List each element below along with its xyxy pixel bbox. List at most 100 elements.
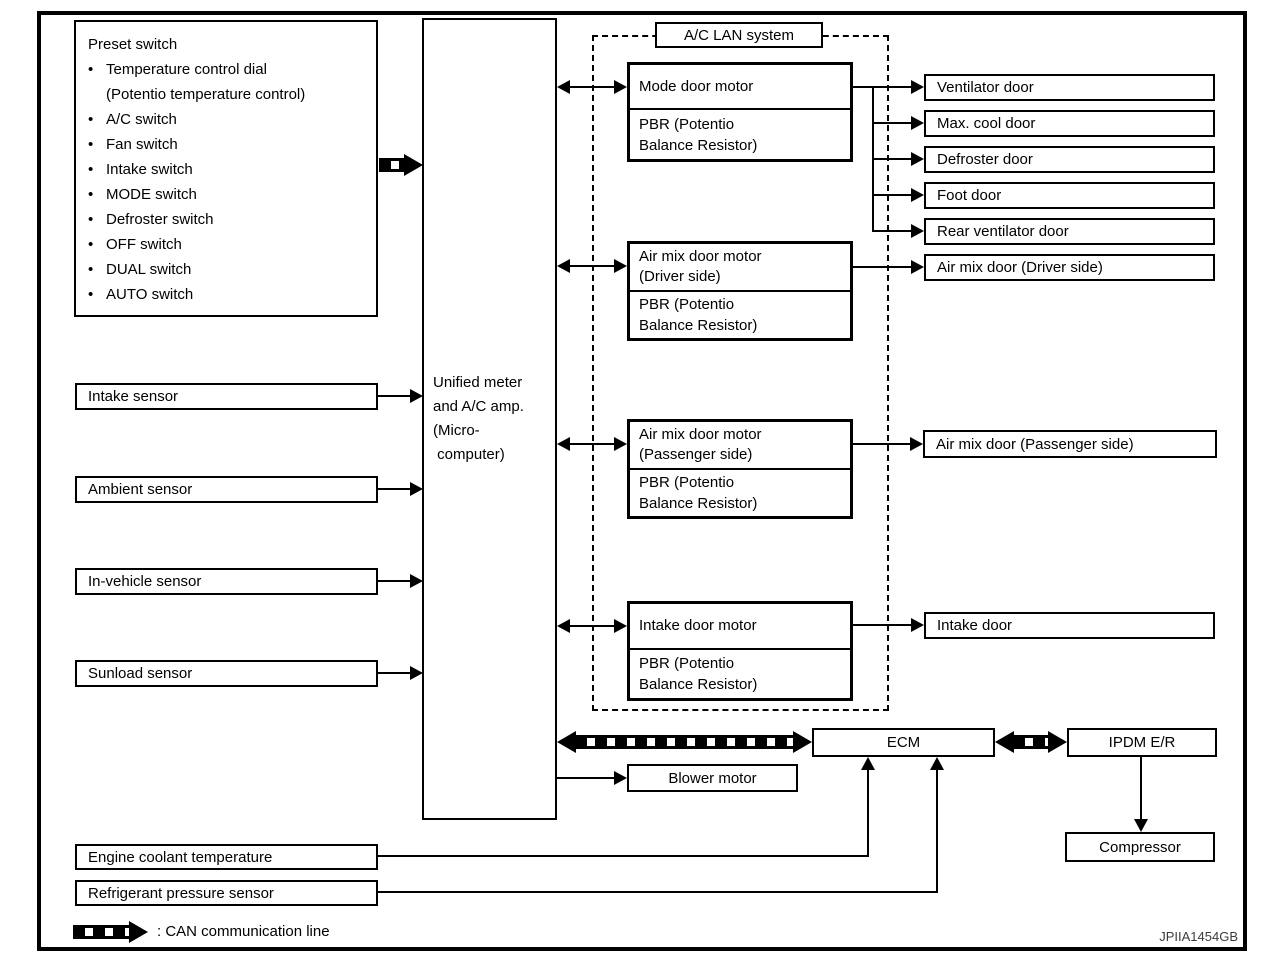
arrow-controller-airmix-passenger-left-head [557, 437, 570, 451]
arrow-mode-to-ventilator-door [853, 86, 912, 88]
bullet-icon: • [88, 261, 94, 278]
arrow-controller-intake-motor [569, 625, 615, 627]
refrigerant-line-vertical [936, 769, 938, 892]
ipdm-er-box: IPDM E/R [1067, 728, 1217, 757]
arrow-mode-to-rear-ventilator-head [911, 224, 924, 238]
arrow-controller-mode-right-head [614, 80, 627, 94]
arrow-intake-motor-to-door-head [911, 618, 924, 632]
arrow-engine-coolant-to-ecm-head [861, 757, 875, 770]
ac-lan-system-title-box: A/C LAN system [655, 22, 823, 48]
mode-door-motor-box: Mode door motor PBR (Potentio Balance Re… [627, 62, 853, 162]
arrow-ambient-sensor-head [410, 482, 423, 496]
preset-switch-title: Preset switch [88, 36, 178, 53]
arrow-mode-to-max-cool-door [873, 122, 912, 124]
arrow-controller-mode-left-head [557, 80, 570, 94]
arrow-ipdm-to-compressor [1140, 757, 1142, 820]
arrow-airmix-driver-to-door-head [911, 260, 924, 274]
ecm-box: ECM [812, 728, 995, 757]
preset-item: • MODE switch [88, 182, 372, 207]
in-vehicle-sensor-box: In-vehicle sensor [75, 568, 378, 595]
preset-switch-box: Preset switch •Temperature control dial … [74, 20, 378, 317]
bullet-icon: • [88, 111, 94, 128]
refrigerant-pressure-sensor-box: Refrigerant pressure sensor [75, 880, 378, 906]
arrow-airmix-passenger-to-door-head [910, 437, 923, 451]
intake-door-motor-pbr-label: PBR (Potentio Balance Resistor) [639, 655, 758, 693]
arrow-ambient-sensor-to-controller [378, 488, 411, 490]
bullet-icon: • [88, 236, 94, 253]
engine-coolant-temperature-box: Engine coolant temperature [75, 844, 378, 870]
can-arrow-ecm-ipdm-right-head [1048, 731, 1067, 753]
can-legend-arrow-head-icon [129, 921, 148, 943]
preset-item: (Potentio temperature control) [88, 82, 372, 107]
arrow-controller-airmix-driver-left-head [557, 259, 570, 273]
mode-door-motor-pbr-label: PBR (Potentio Balance Resistor) [639, 115, 758, 154]
arrow-mode-to-ventilator-head [911, 80, 924, 94]
preset-item: •Temperature control dial [88, 57, 372, 82]
preset-item: • DUAL switch [88, 257, 372, 282]
intake-door-box: Intake door [924, 612, 1215, 639]
arrow-mode-to-defroster-head [911, 152, 924, 166]
preset-item-label: AUTO switch [106, 286, 194, 303]
air-mix-door-motor-passenger-label: Air mix door motor (Passenger side) [630, 422, 850, 470]
intake-door-motor-label: Intake door motor [630, 604, 850, 650]
arrow-ipdm-to-compressor-head [1134, 819, 1148, 832]
arrow-controller-to-blower-head [614, 771, 627, 785]
preset-item: •OFF switch [88, 232, 372, 257]
preset-item-label: Defroster switch [106, 211, 214, 228]
sunload-sensor-box: Sunload sensor [75, 660, 378, 687]
arrow-sunload-sensor-to-controller [378, 672, 411, 674]
arrow-controller-airmix-passenger-right-head [614, 437, 627, 451]
preset-switch-title-row: Preset switch [88, 32, 372, 57]
bullet-icon: • [88, 211, 94, 228]
can-legend-arrow-icon [73, 925, 130, 939]
can-arrow-controller-ecm-right-head [793, 731, 812, 753]
mode-door-motor-label: Mode door motor [630, 65, 850, 110]
air-mix-door-motor-passenger-pbr-label: PBR (Potentio Balance Resistor) [639, 474, 758, 512]
engine-coolant-line-horizontal [378, 855, 869, 857]
foot-door-box: Foot door [924, 182, 1215, 209]
bullet-icon: • [88, 286, 94, 303]
bullet-icon: • [88, 136, 94, 153]
can-arrow-controller-ecm-left-head [557, 731, 576, 753]
arrow-refrigerant-to-ecm-head [930, 757, 944, 770]
preset-item: •A/C switch [88, 107, 372, 132]
ventilator-door-box: Ventilator door [924, 74, 1215, 101]
arrow-mode-to-foot-door [873, 194, 912, 196]
arrow-in-vehicle-sensor-to-controller [378, 580, 411, 582]
air-mix-door-motor-driver-pbr-label: PBR (Potentio Balance Resistor) [639, 296, 758, 334]
preset-item-label: MODE switch [106, 186, 197, 203]
arrow-mode-to-foot-head [911, 188, 924, 202]
max-cool-door-box: Max. cool door [924, 110, 1215, 137]
arrow-controller-airmix-driver-right-head [614, 259, 627, 273]
arrow-mode-to-max-cool-head [911, 116, 924, 130]
arrow-intake-sensor-head [410, 389, 423, 403]
preset-item-label: DUAL switch [106, 261, 192, 278]
arrow-controller-mode [569, 86, 615, 88]
bullet-icon [88, 82, 106, 107]
arrow-intake-sensor-to-controller [378, 395, 411, 397]
preset-item: • Fan switch [88, 132, 372, 157]
intake-sensor-box: Intake sensor [75, 383, 378, 410]
air-mix-door-passenger-box: Air mix door (Passenger side) [923, 430, 1217, 458]
arrow-airmix-driver-to-door [853, 266, 912, 268]
arrow-mode-to-defroster-door [873, 158, 912, 160]
arrow-controller-intake-motor-right-head [614, 619, 627, 633]
arrow-intake-motor-to-door [853, 624, 912, 626]
preset-item: • Defroster switch [88, 207, 372, 232]
preset-item-label: Fan switch [106, 136, 178, 153]
air-mix-door-motor-driver-box: Air mix door motor (Driver side) PBR (Po… [627, 241, 853, 341]
can-arrow-ecm-ipdm-left-head [995, 731, 1014, 753]
refrigerant-line-horizontal [378, 891, 938, 893]
arrow-controller-airmix-passenger [569, 443, 615, 445]
bullet-icon: • [88, 161, 94, 178]
preset-item-label: Temperature control dial [106, 61, 267, 78]
blower-motor-box: Blower motor [627, 764, 798, 792]
can-arrow-preset-to-controller-head [404, 154, 423, 176]
arrow-controller-intake-motor-left-head [557, 619, 570, 633]
unified-meter-amp-box: Unified meter and A/C amp. (Micro- compu… [422, 18, 557, 820]
diagram-border [37, 11, 1247, 951]
bullet-icon: • [88, 186, 94, 203]
defroster-door-box: Defroster door [924, 146, 1215, 173]
arrow-sunload-sensor-head [410, 666, 423, 680]
